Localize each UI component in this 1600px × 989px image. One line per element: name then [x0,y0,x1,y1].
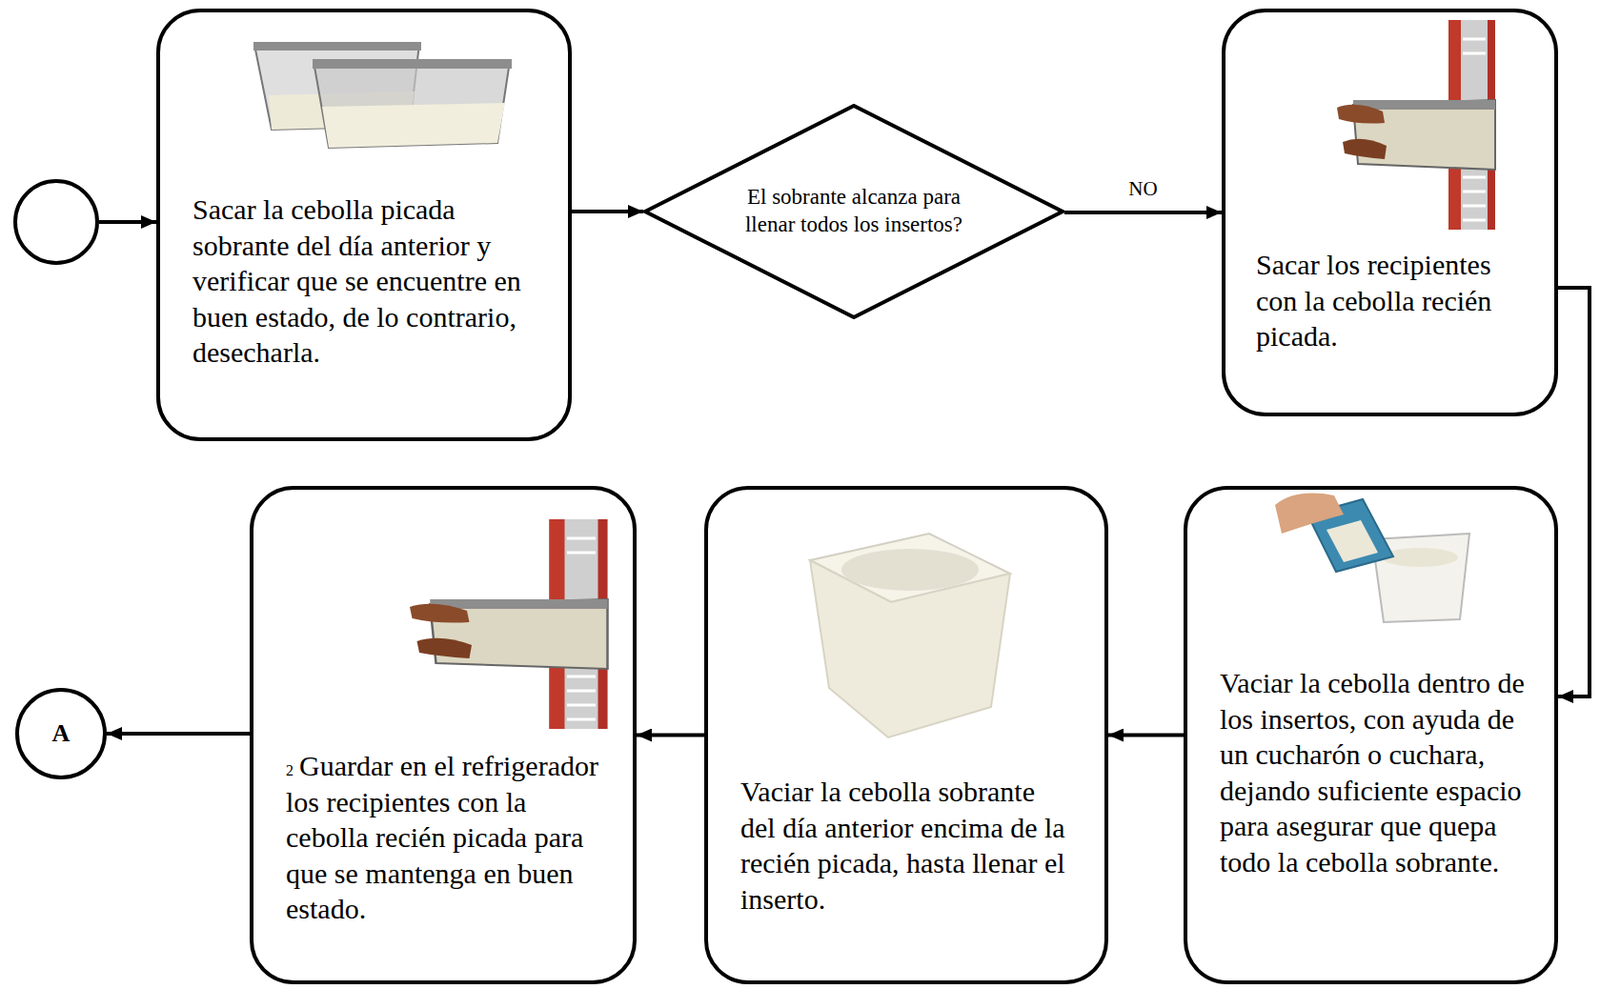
diamond-shape [645,105,1063,318]
process-box: 2Guardar en el refrigerador los recipien… [249,486,637,985]
step-text: Guardar en el refrigerador los recipient… [285,749,599,925]
hand [1275,493,1344,534]
insert-photo [810,533,1011,738]
container [314,60,510,148]
container-rim [253,41,422,51]
text-block: A [19,691,103,776]
refrigerator-photo [1336,20,1496,230]
text-block: Vaciar la cebolla sobrante del día anter… [740,773,1070,917]
onion [841,548,979,591]
process-box: Vaciar la cebolla sobrante del día anter… [704,486,1109,985]
flow-arrow [636,733,705,738]
text-wrap: A [52,718,71,750]
flow-arrow [1064,210,1222,215]
flow-arrow [99,220,157,224]
process-box: Sacar los recipientes con la cebolla rec… [1221,8,1559,417]
step-text: Sacar los recipientes con la cebolla rec… [1255,248,1492,352]
text-block: El sobrante alcanza para llenar todos lo… [643,103,1065,320]
container-rim [312,59,512,69]
containers-photo [253,41,512,148]
decision-diamond: El sobrante alcanza para llenar todos lo… [643,103,1065,320]
text-wrap: El sobrante alcanza para llenar todos lo… [734,183,973,240]
text-block: Sacar la cebolla picada sobrante del día… [192,191,546,371]
flow-arrow [1558,287,1590,697]
process-box: Vaciar la cebolla dentro de los insertos… [1183,486,1559,985]
onion [322,102,506,148]
text-block: Vaciar la cebolla dentro de los insertos… [1219,665,1535,880]
step-text: Vaciar la cebolla sobrante del día anter… [740,775,1066,915]
text-block: 2Guardar en el refrigerador los recipien… [285,748,601,928]
connector-circle: A [15,688,107,780]
refrigerator-photo [409,519,608,730]
diamond-outline [643,103,1065,320]
onion [1326,520,1378,563]
pouring-photo [1275,493,1470,623]
flow-arrow [1108,733,1184,738]
flow-arrow [106,731,250,736]
flow-arrow [571,209,644,214]
process-box: Sacar la cebolla picada sobrante del día… [156,8,572,442]
step-text: El sobrante alcanza para llenar todos lo… [745,184,963,237]
step-text: Vaciar la cebolla dentro de los insertos… [1219,667,1525,878]
text-block: Sacar los recipientes con la cebolla rec… [1255,246,1539,355]
start-circle [13,179,100,265]
step-text: A [52,719,71,748]
footnote-marker: 2 [285,762,294,779]
edge-label: NO [1125,177,1160,202]
step-text: Sacar la cebolla picada sobrante del día… [192,193,522,368]
